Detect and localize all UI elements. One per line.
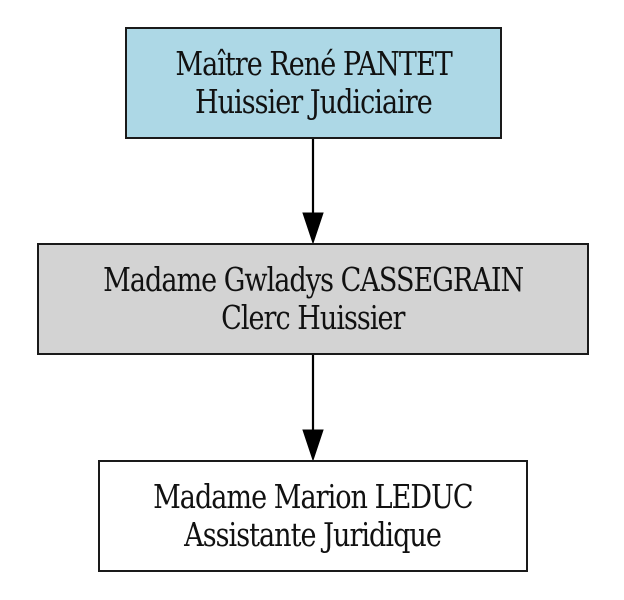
node-clerc-huissier: Madame Gwladys CASSEGRAIN Clerc Huissier <box>37 243 589 355</box>
node-1-name: Maître René PANTET <box>175 44 452 83</box>
node-assistante-juridique: Madame Marion LEDUC Assistante Juridique <box>98 460 528 572</box>
node-3-role: Assistante Juridique <box>184 515 443 554</box>
node-3-name: Madame Marion LEDUC <box>153 477 474 516</box>
edge-2 <box>302 355 324 462</box>
edge-1-arrowhead <box>302 212 324 245</box>
edge-1 <box>302 139 324 245</box>
node-2-name: Madame Gwladys CASSEGRAIN <box>102 260 524 299</box>
edge-2-arrowhead <box>302 429 324 462</box>
node-1-role: Huissier Judiciaire <box>195 82 433 121</box>
node-2-role: Clerc Huissier <box>221 298 405 337</box>
node-huissier-judiciaire: Maître René PANTET Huissier Judiciaire <box>125 27 502 139</box>
